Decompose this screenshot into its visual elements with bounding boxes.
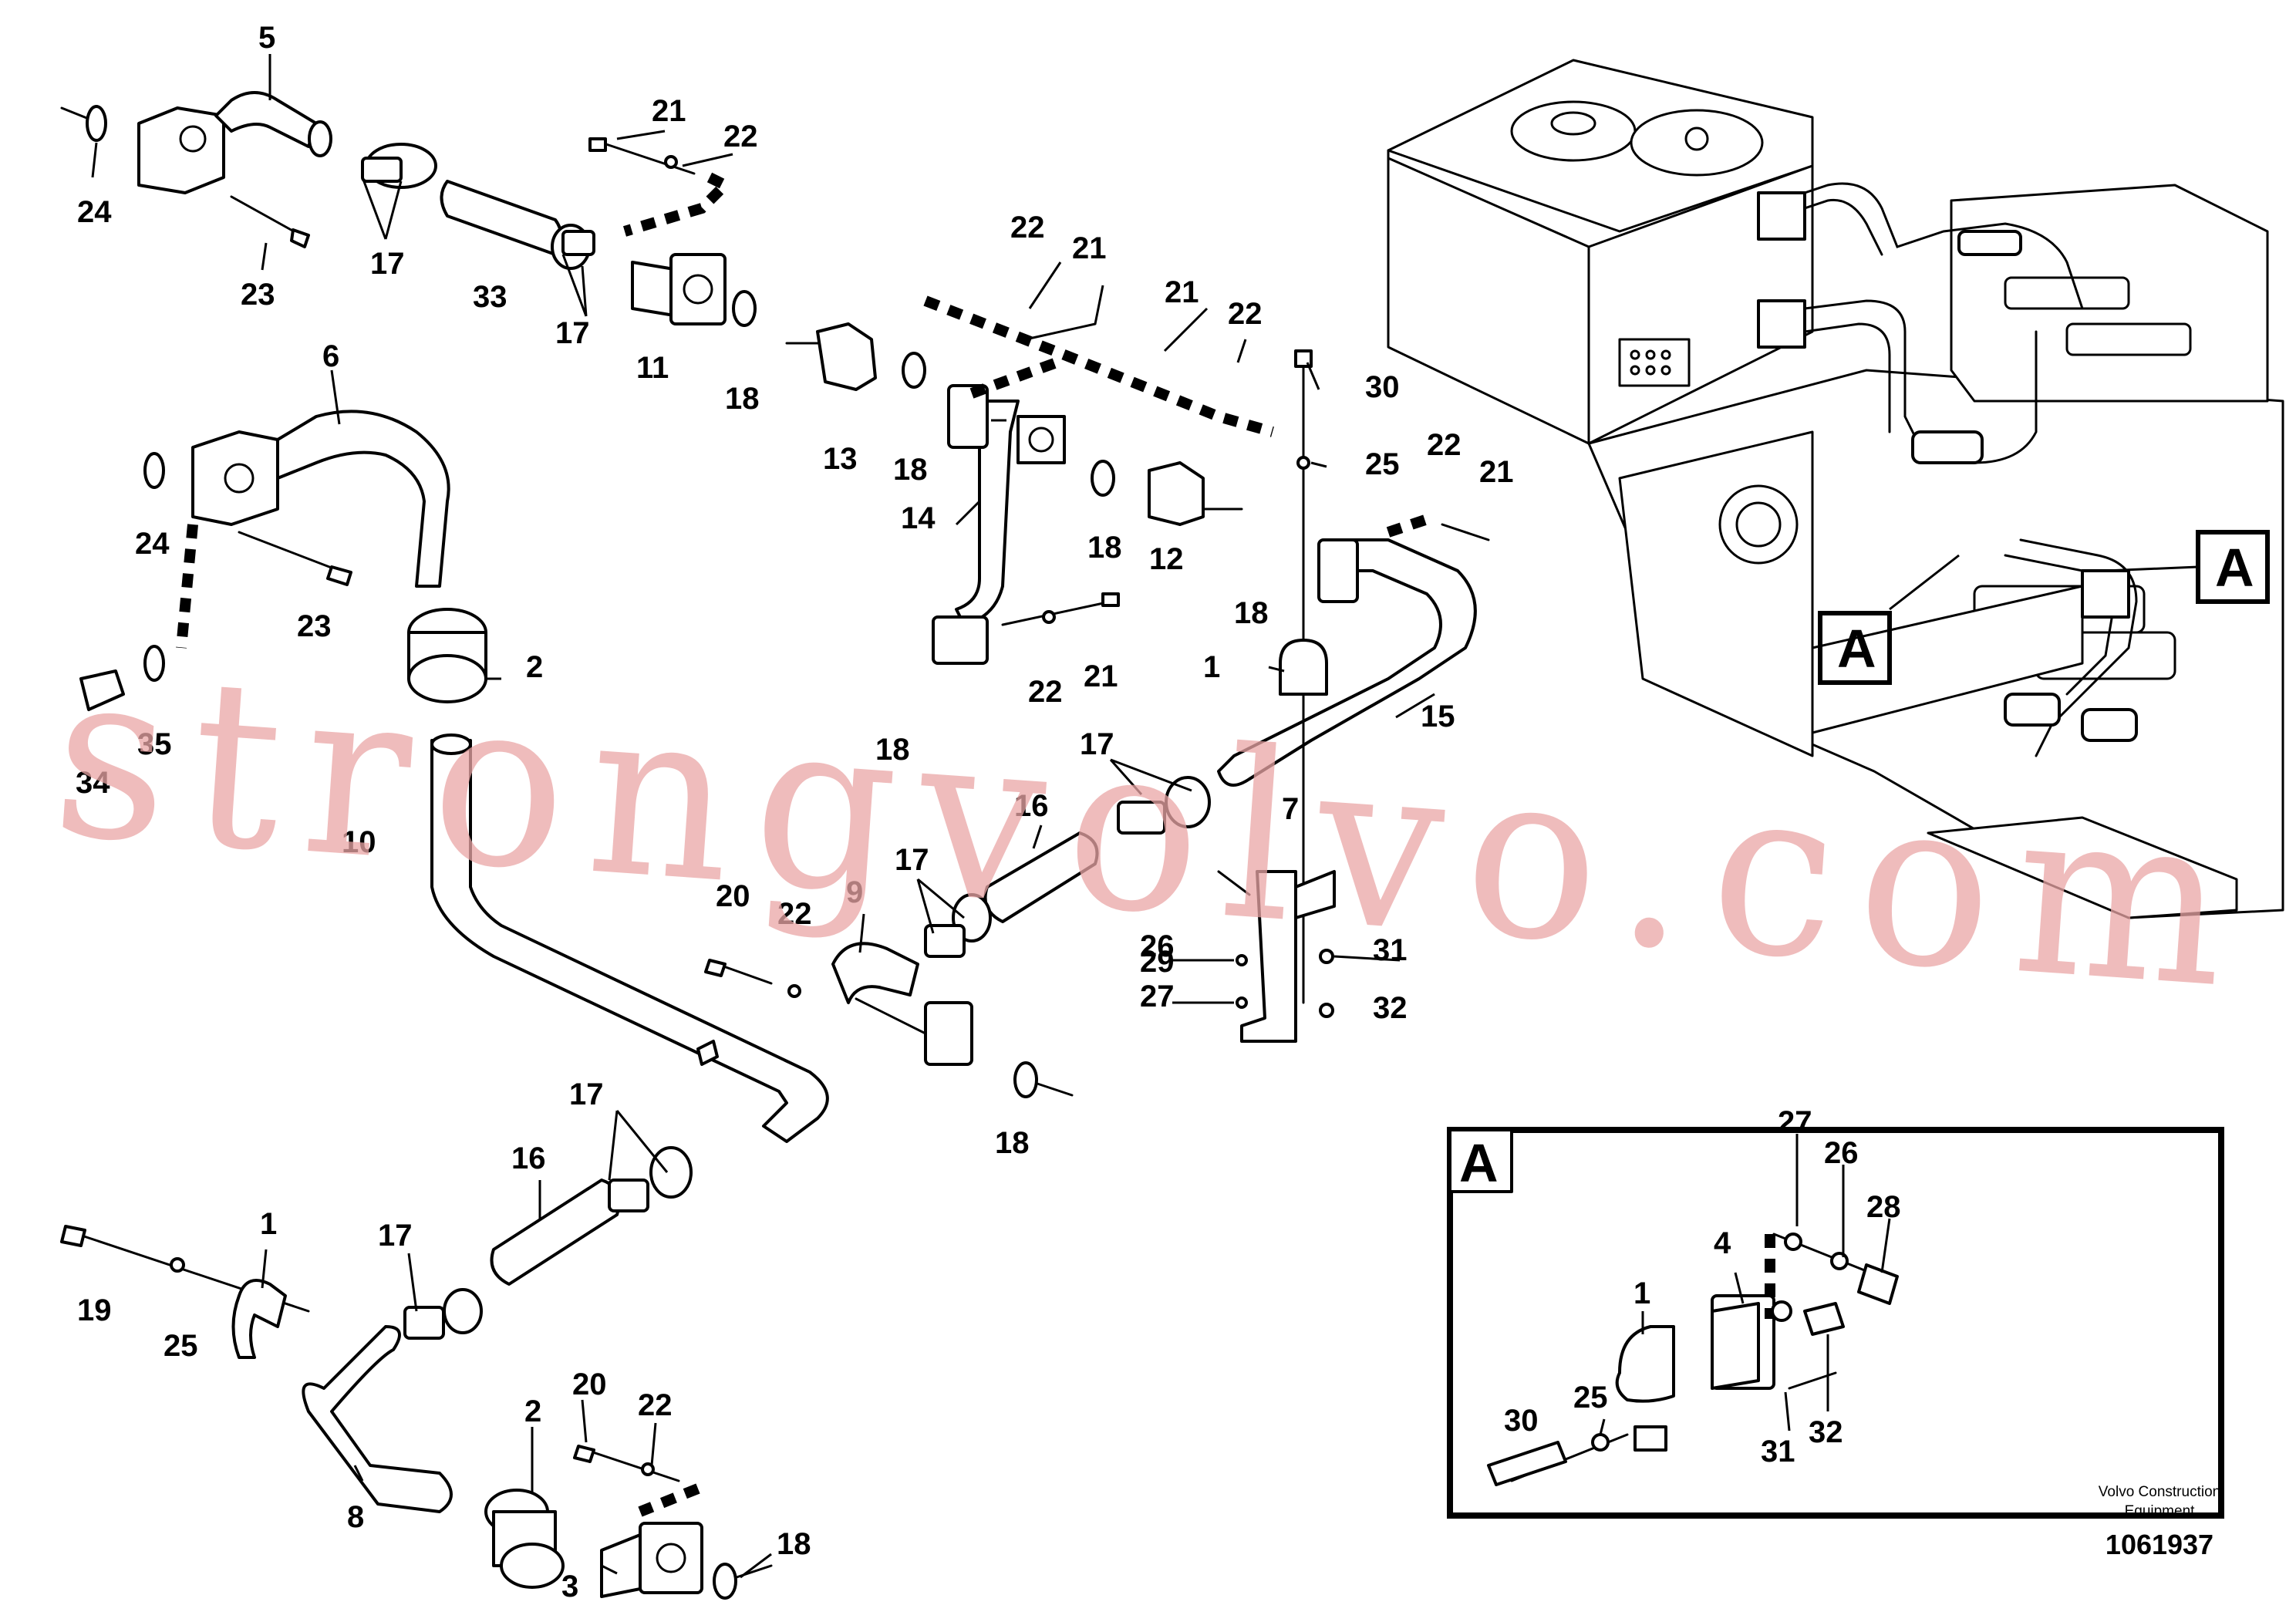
callout-8: 8	[347, 1500, 364, 1534]
callout-31: 31	[1373, 933, 1408, 967]
callout-16: 16	[511, 1141, 546, 1175]
callout-1: 1	[260, 1207, 277, 1241]
view-label-a-detail: A	[1459, 1133, 1499, 1193]
callout-14: 14	[901, 501, 936, 535]
document-number: 1061937	[2106, 1529, 2213, 1560]
callout-22: 22	[638, 1388, 673, 1422]
callout-17: 17	[895, 843, 929, 877]
callout-32: 32	[1373, 991, 1408, 1025]
callout-12: 12	[1149, 542, 1184, 576]
machine-overview	[1387, 59, 2284, 919]
callout-6: 6	[322, 339, 339, 373]
callout-22: 22	[1028, 675, 1063, 709]
detail-callout-26: 26	[1824, 1136, 1859, 1170]
caption-line-1: Volvo Construction	[2099, 1484, 2220, 1500]
callout-21: 21	[1084, 659, 1118, 693]
detail-callout-32: 32	[1809, 1415, 1843, 1449]
callout-2: 2	[524, 1394, 541, 1428]
callout-19: 19	[77, 1293, 112, 1327]
callout-22: 22	[1010, 211, 1045, 244]
callout-18: 18	[1234, 596, 1269, 630]
callout-18: 18	[777, 1527, 811, 1561]
callout-17: 17	[1080, 727, 1114, 761]
callout-17: 17	[569, 1077, 604, 1111]
callout-5: 5	[258, 21, 275, 55]
callout-17: 17	[370, 247, 405, 281]
callout-13: 13	[823, 442, 858, 476]
callout-22: 22	[777, 897, 812, 931]
detail-view-a	[1447, 1127, 2224, 1519]
callout-3: 3	[561, 1570, 578, 1603]
callout-34: 34	[76, 766, 110, 800]
callout-17: 17	[555, 316, 590, 350]
callout-18: 18	[875, 733, 910, 767]
callout-1: 1	[1203, 650, 1220, 684]
detail-callout-1: 1	[1633, 1276, 1650, 1310]
callout-21: 21	[1479, 455, 1514, 489]
detail-callout-25: 25	[1573, 1381, 1608, 1415]
callout-16: 16	[1014, 789, 1049, 823]
callout-22: 22	[1228, 297, 1263, 331]
callout-22: 22	[1427, 428, 1462, 462]
callout-21: 21	[652, 94, 686, 128]
callout-10: 10	[342, 825, 376, 859]
callout-30: 30	[1365, 370, 1400, 404]
callout-2: 2	[526, 650, 543, 684]
view-labels: A A A	[1459, 530, 2270, 1193]
detail-callout-28: 28	[1866, 1190, 1901, 1224]
view-label-a-machine-1: A	[2215, 538, 2254, 598]
callout-22: 22	[723, 120, 758, 153]
callout-18: 18	[725, 382, 760, 416]
callout-17: 17	[378, 1219, 413, 1253]
callout-9: 9	[846, 875, 863, 909]
caption-line-2: Equipment	[2125, 1503, 2196, 1519]
callout-23: 23	[241, 278, 275, 312]
callout-15: 15	[1421, 700, 1455, 733]
view-label-a-machine-2: A	[1837, 619, 1876, 679]
callout-20: 20	[572, 1367, 607, 1401]
callout-11: 11	[636, 351, 669, 385]
callout-25: 25	[164, 1329, 198, 1363]
detail-callout-30: 30	[1504, 1404, 1539, 1438]
detail-callout-4: 4	[1714, 1226, 1731, 1260]
callout-23: 23	[297, 609, 332, 643]
callout-29: 29	[1140, 945, 1175, 979]
detail-callout-27: 27	[1778, 1105, 1812, 1139]
callout-20: 20	[716, 879, 750, 913]
exploded-assembly	[60, 54, 1891, 1600]
callouts: 5 24 23 17 33 17 11 21 22 18 22 21 21 22…	[76, 21, 1901, 1603]
callout-35: 35	[137, 727, 172, 761]
callout-18: 18	[893, 453, 928, 487]
callout-24: 24	[135, 527, 170, 561]
callout-21: 21	[1165, 275, 1199, 309]
callout-33: 33	[473, 280, 507, 314]
caption: Volvo Construction Equipment 1061937	[2099, 1484, 2220, 1560]
detail-callout-31: 31	[1761, 1435, 1795, 1469]
callout-18: 18	[995, 1126, 1030, 1160]
callout-18: 18	[1087, 531, 1122, 565]
callout-7: 7	[1282, 792, 1299, 826]
callout-24: 24	[77, 195, 112, 229]
callout-27: 27	[1140, 980, 1175, 1013]
callout-21: 21	[1072, 231, 1107, 265]
callout-25: 25	[1365, 447, 1400, 481]
callout-26: 26	[1140, 929, 1175, 963]
